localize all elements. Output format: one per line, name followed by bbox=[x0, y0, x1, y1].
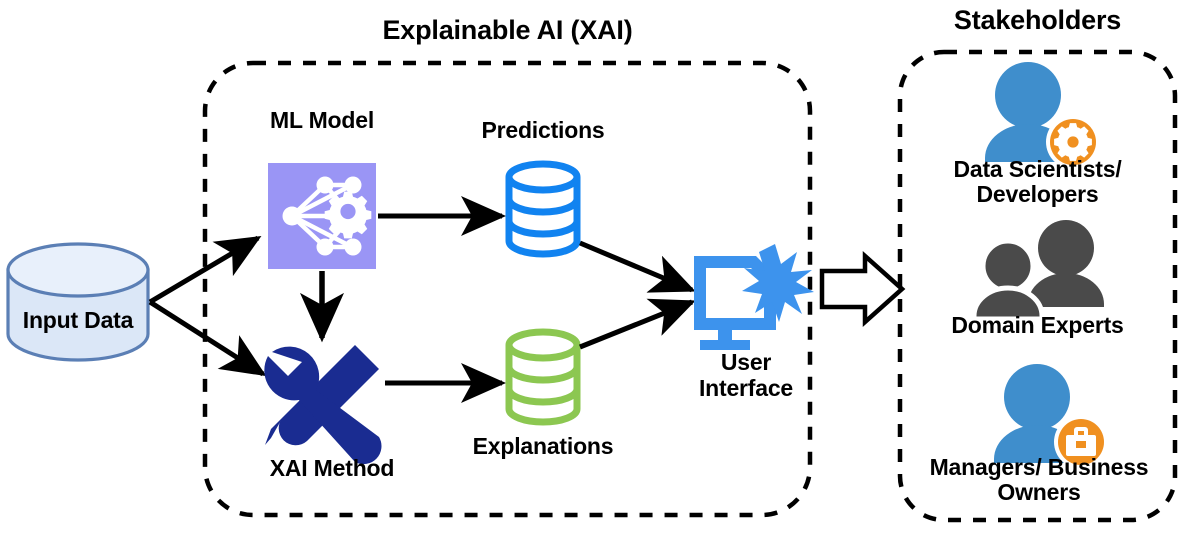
person-briefcase-icon bbox=[994, 364, 1108, 469]
user-interface-node bbox=[694, 244, 814, 350]
stakeholder-icon-managers bbox=[994, 364, 1108, 469]
input-to-ml-arrow bbox=[148, 235, 262, 305]
input-data-node bbox=[6, 242, 150, 362]
predictions-node bbox=[505, 160, 581, 258]
input-to-xai-arrow bbox=[148, 299, 267, 377]
stakeholder-label-domain-experts: Domain Experts bbox=[951, 312, 1124, 338]
gear-icon bbox=[324, 191, 372, 239]
stakeholder-icon-domain-experts bbox=[971, 220, 1104, 322]
explanations-label: Explanations bbox=[472, 433, 614, 459]
stakeholder-icon-data-scientists bbox=[985, 62, 1100, 169]
xai-method-node bbox=[264, 345, 382, 465]
stakeholder-label-managers: Managers/ Business Owners bbox=[929, 454, 1149, 505]
wrench-screwdriver-icon bbox=[264, 345, 382, 465]
predictions-to-ui-arrow bbox=[579, 240, 696, 293]
ml-model-label: ML Model bbox=[269, 107, 375, 133]
user-interface-label: User Interface bbox=[698, 349, 794, 402]
xai-to-stakeholders-block-arrow bbox=[819, 250, 906, 328]
stakeholders-section-title: Stakeholders bbox=[953, 5, 1122, 35]
person-gear-icon bbox=[985, 62, 1100, 169]
xai-method-label: XAI Method bbox=[269, 455, 395, 481]
two-people-icon bbox=[971, 220, 1104, 322]
xai-section-border bbox=[202, 60, 813, 518]
predictions-label: Predictions bbox=[481, 117, 605, 143]
monitor-sparkle-icon bbox=[694, 244, 814, 350]
explanations-node bbox=[505, 328, 581, 426]
stakeholder-label-data-scientists: Data Scientists/ Developers bbox=[953, 156, 1122, 207]
input-data-label: Input Data bbox=[22, 307, 134, 333]
xai-section-title: Explainable AI (XAI) bbox=[382, 15, 633, 45]
briefcase-icon bbox=[1066, 427, 1096, 456]
explanations-to-ui-arrow bbox=[579, 298, 696, 350]
ml-model-node bbox=[268, 163, 376, 269]
